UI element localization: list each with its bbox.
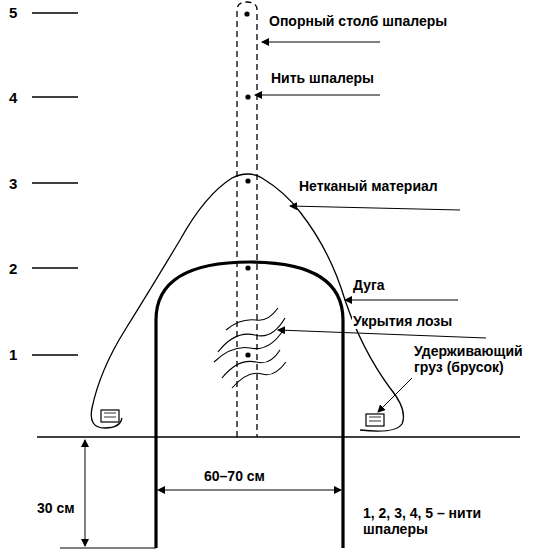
level-number: 3	[8, 176, 18, 192]
thread-label: Нить шпалеры	[270, 70, 375, 86]
pole-label: Опорный столб шпалеры	[268, 13, 448, 29]
level-number: 2	[8, 261, 18, 277]
material-label: Нетканый материал	[298, 178, 439, 194]
weight-label: Удерживающий груз (брусок)	[413, 343, 543, 375]
width-dimension: 60–70 см	[203, 468, 266, 484]
depth-dimension: 30 см	[36, 500, 76, 516]
level-number: 5	[8, 5, 18, 21]
level-number: 4	[8, 90, 18, 106]
legend-note: 1, 2, 3, 4, 5 – нити шпалеры	[362, 505, 514, 537]
arc-label: Дуга	[352, 277, 386, 293]
level-number: 1	[8, 347, 18, 363]
vine-label: Укрытия лозы	[352, 313, 453, 329]
